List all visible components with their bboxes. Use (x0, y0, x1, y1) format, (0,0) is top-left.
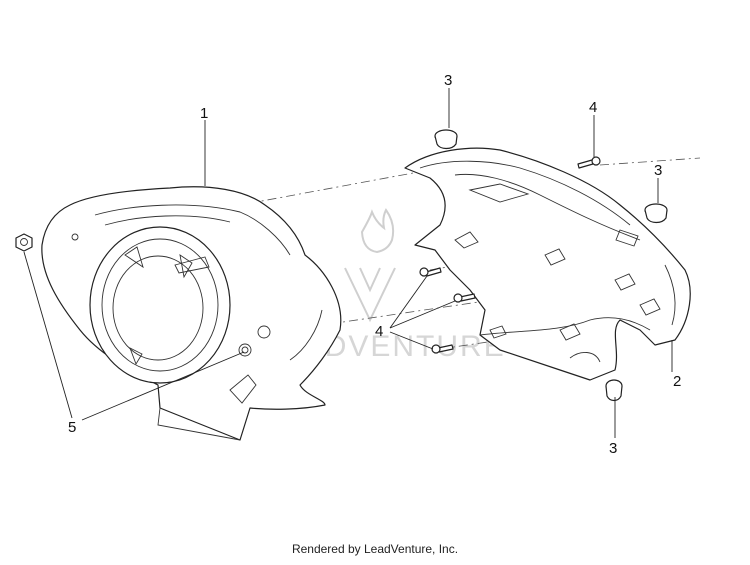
leader-lines (23, 88, 673, 438)
front-headlight-cover (41, 186, 342, 441)
callout-2: 2 (673, 373, 681, 390)
nut (15, 233, 33, 252)
callout-4-top: 4 (589, 99, 597, 116)
plug-top (434, 129, 458, 150)
screw-1 (419, 267, 442, 277)
callout-3-right: 3 (654, 162, 662, 179)
plug-bottom (605, 379, 623, 402)
footer-credit: Rendered by LeadVenture, Inc. (291, 542, 459, 556)
callout-4-left: 4 (375, 323, 383, 340)
callout-5: 5 (68, 419, 76, 436)
rear-headlight-cover (404, 147, 691, 381)
plug-right (644, 203, 668, 224)
callout-3-top: 3 (444, 72, 452, 89)
screw-top (577, 156, 601, 169)
screw-2 (453, 293, 476, 303)
callout-3-bottom: 3 (609, 440, 617, 457)
callout-1: 1 (200, 105, 208, 122)
